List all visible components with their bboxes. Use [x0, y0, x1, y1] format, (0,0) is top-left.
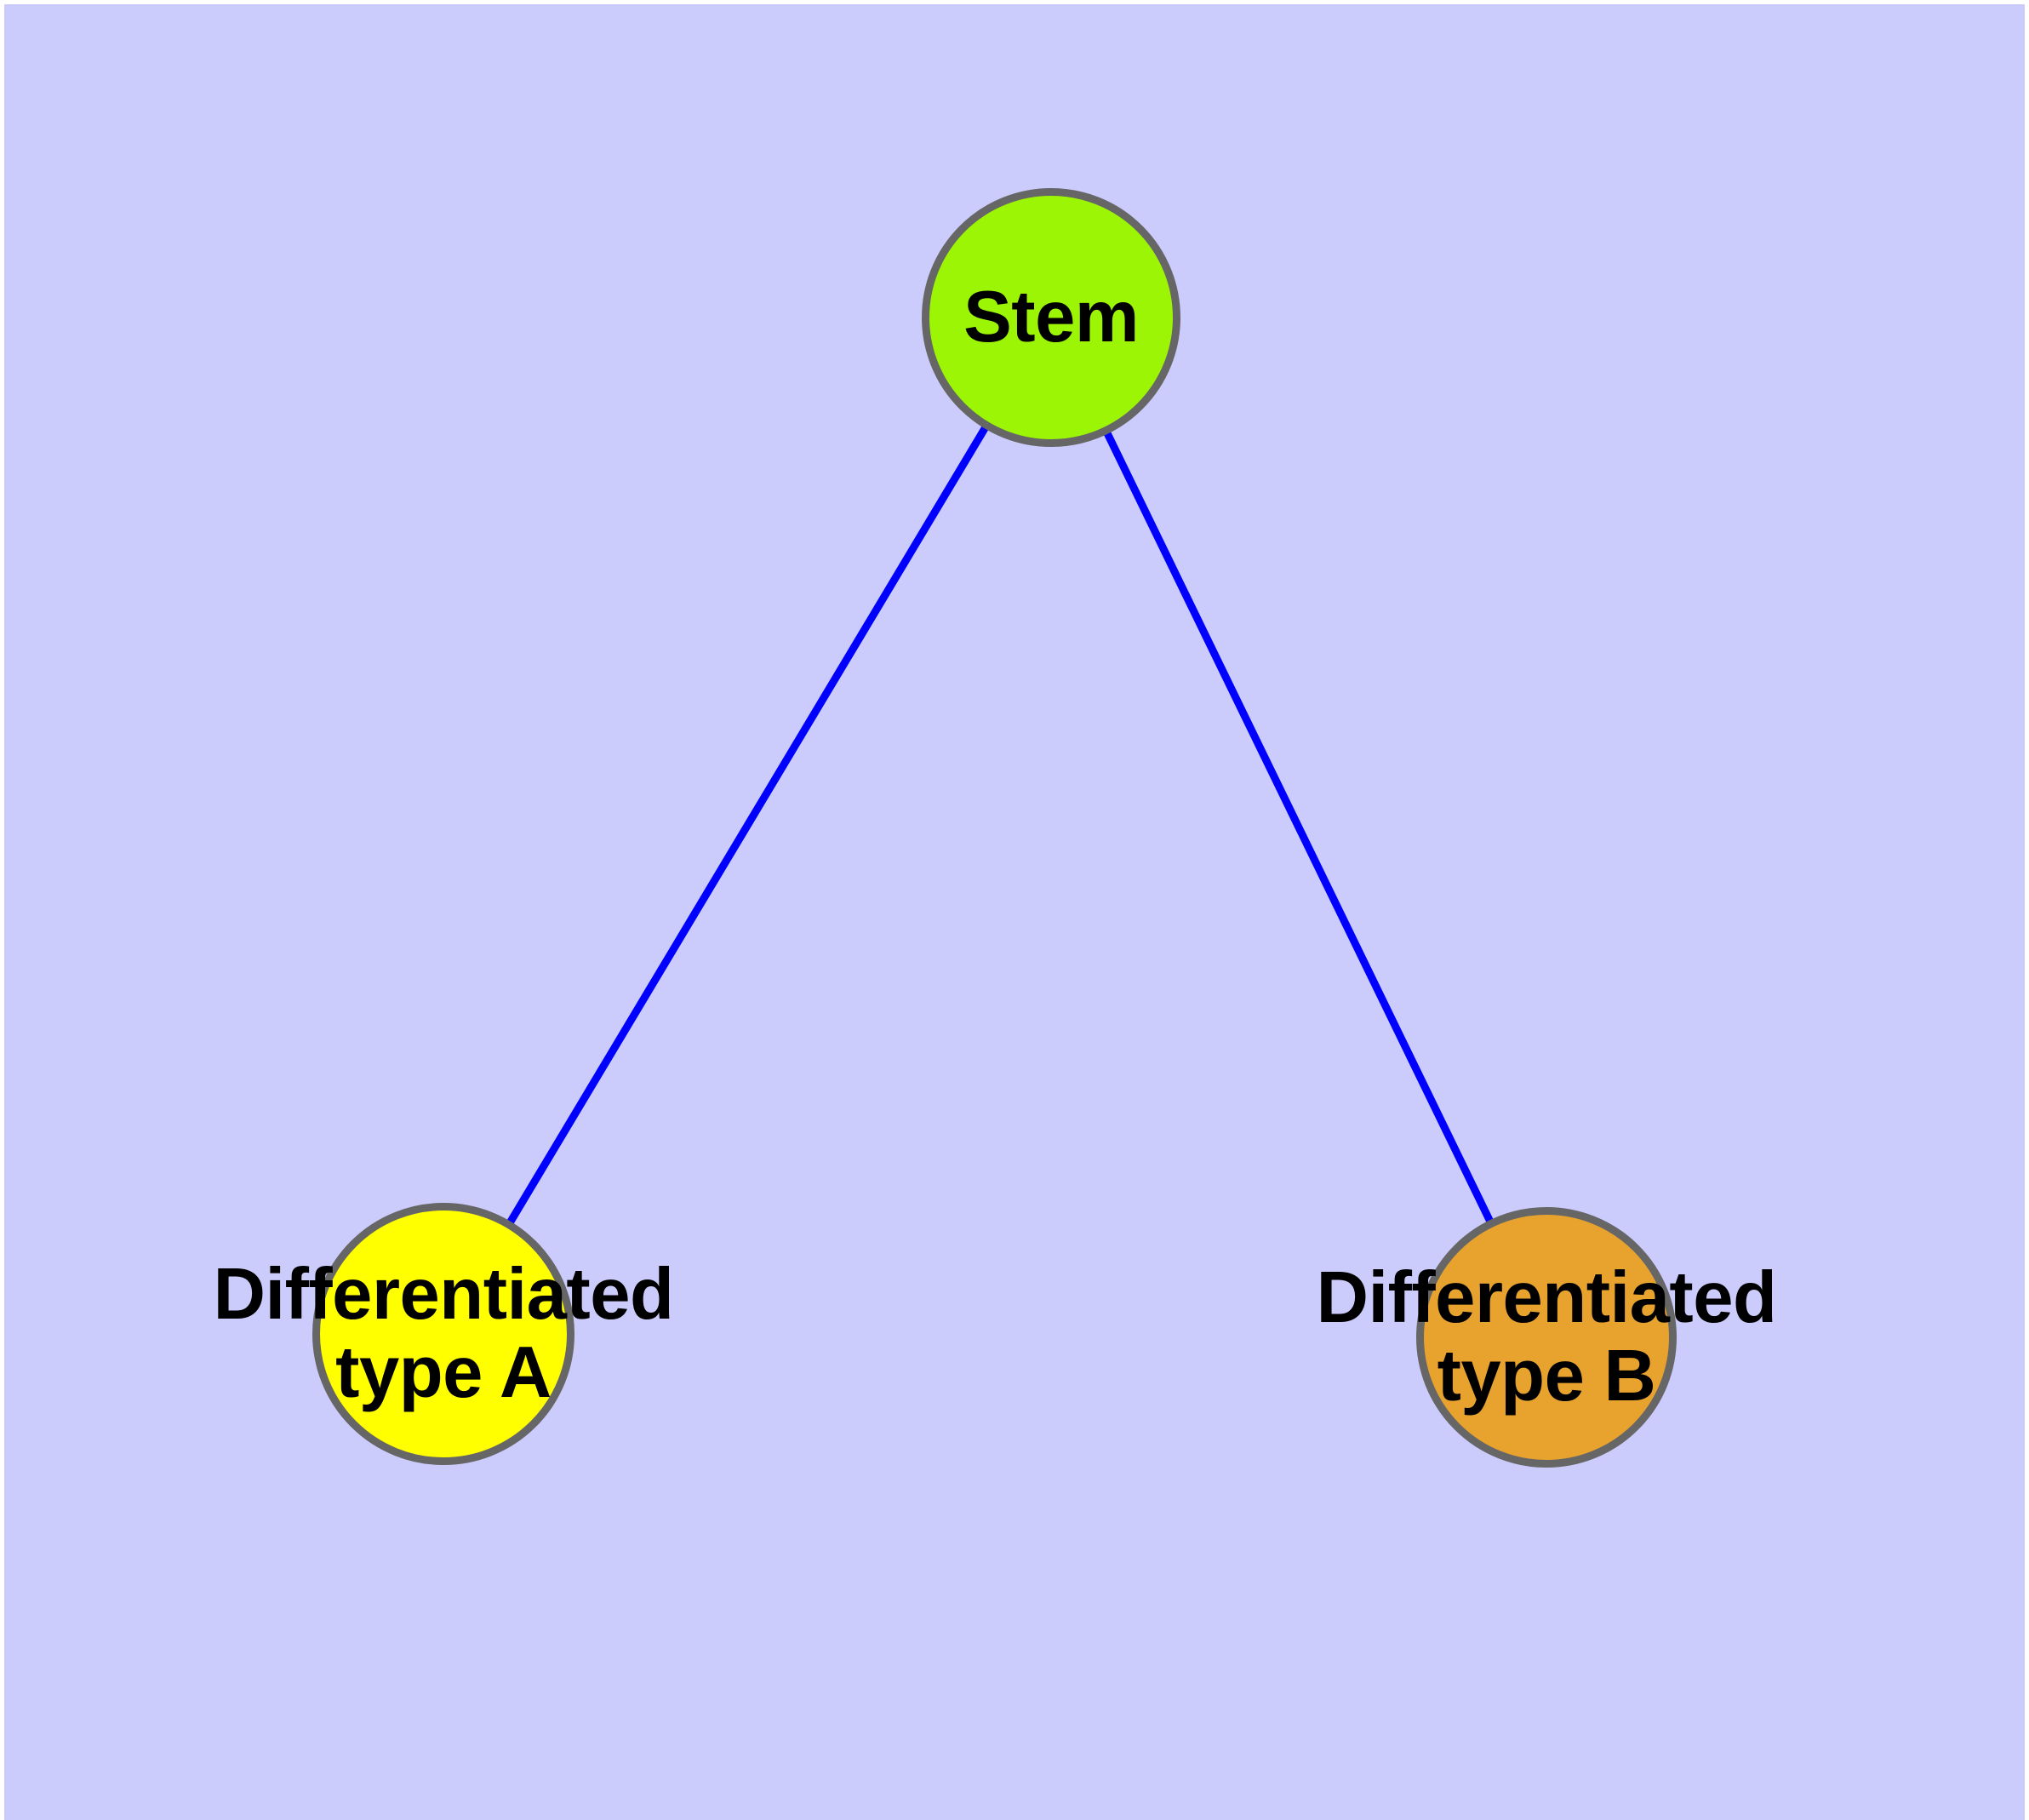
edges-layer [506, 425, 1495, 1225]
graph-svg [312, 188, 1677, 1468]
edge-stem-to-a [506, 425, 989, 1225]
nodes-layer [312, 188, 1677, 1468]
node-stem[interactable] [922, 188, 1180, 447]
node-diff_a[interactable] [312, 1203, 574, 1465]
node-diff_b[interactable] [1416, 1207, 1677, 1468]
edge-stem-to-b [1103, 430, 1495, 1224]
